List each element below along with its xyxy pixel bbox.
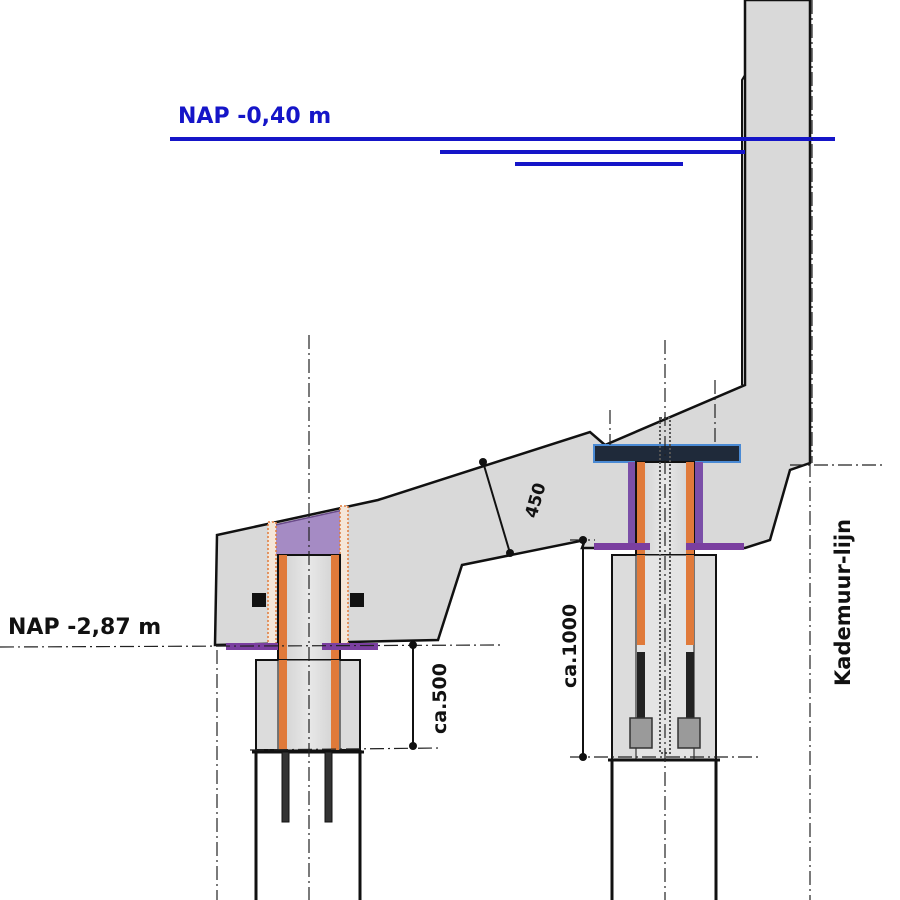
water-level-label: NAP -0,40 m	[178, 104, 331, 129]
dimension-left-depth	[409, 641, 417, 750]
wall-inner-step	[741, 0, 746, 385]
quay-line-label: Kademuur-lijn	[831, 519, 855, 686]
left-depth-dimension-label: ca.500	[429, 663, 451, 734]
dimension-450	[479, 458, 514, 557]
dimension-right-depth	[579, 536, 587, 761]
left-pile-head	[226, 505, 378, 900]
base-level-label: NAP -2,87 m	[8, 615, 161, 640]
right-depth-dimension-label: ca.1000	[559, 604, 581, 688]
